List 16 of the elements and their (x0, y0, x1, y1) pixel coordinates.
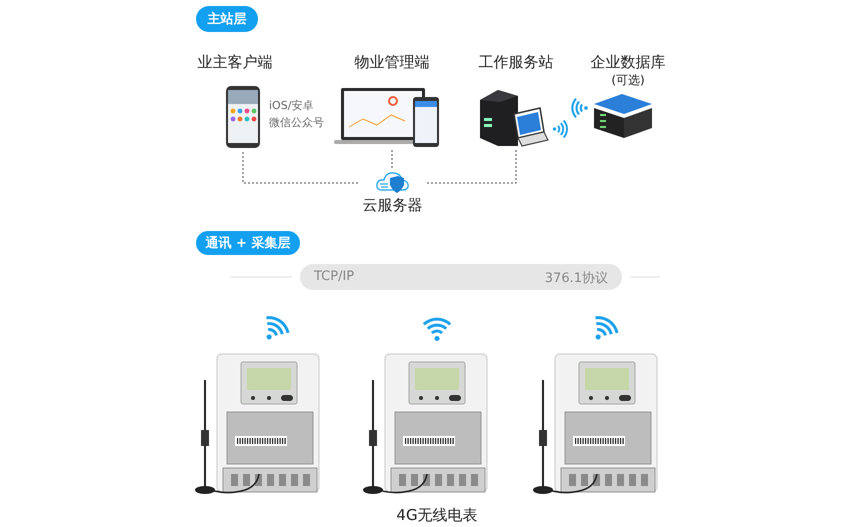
node-title: 工作服务站 (478, 53, 554, 72)
note: (可选) (610, 72, 646, 89)
platform-note: iOS/安卓 (269, 98, 314, 114)
layer-badge: 通讯 + 采集层 (196, 231, 300, 255)
node-title: 云服务器 (362, 196, 424, 215)
node-title: 业主客户端 (196, 53, 274, 72)
node-title: 企业数据库 (590, 53, 666, 72)
caption: 4G无线电表 (395, 506, 479, 525)
protocol-bar (300, 264, 622, 290)
node-title: 物业管理端 (354, 53, 430, 72)
connector-line (424, 150, 516, 184)
connector-line (242, 152, 360, 184)
platform-note: 微信公众号 (269, 115, 325, 131)
protocol-label: 376.1协议 (544, 270, 608, 287)
layer-badge: 主站层 (196, 6, 258, 32)
protocol-label: TCP/IP (314, 269, 354, 284)
